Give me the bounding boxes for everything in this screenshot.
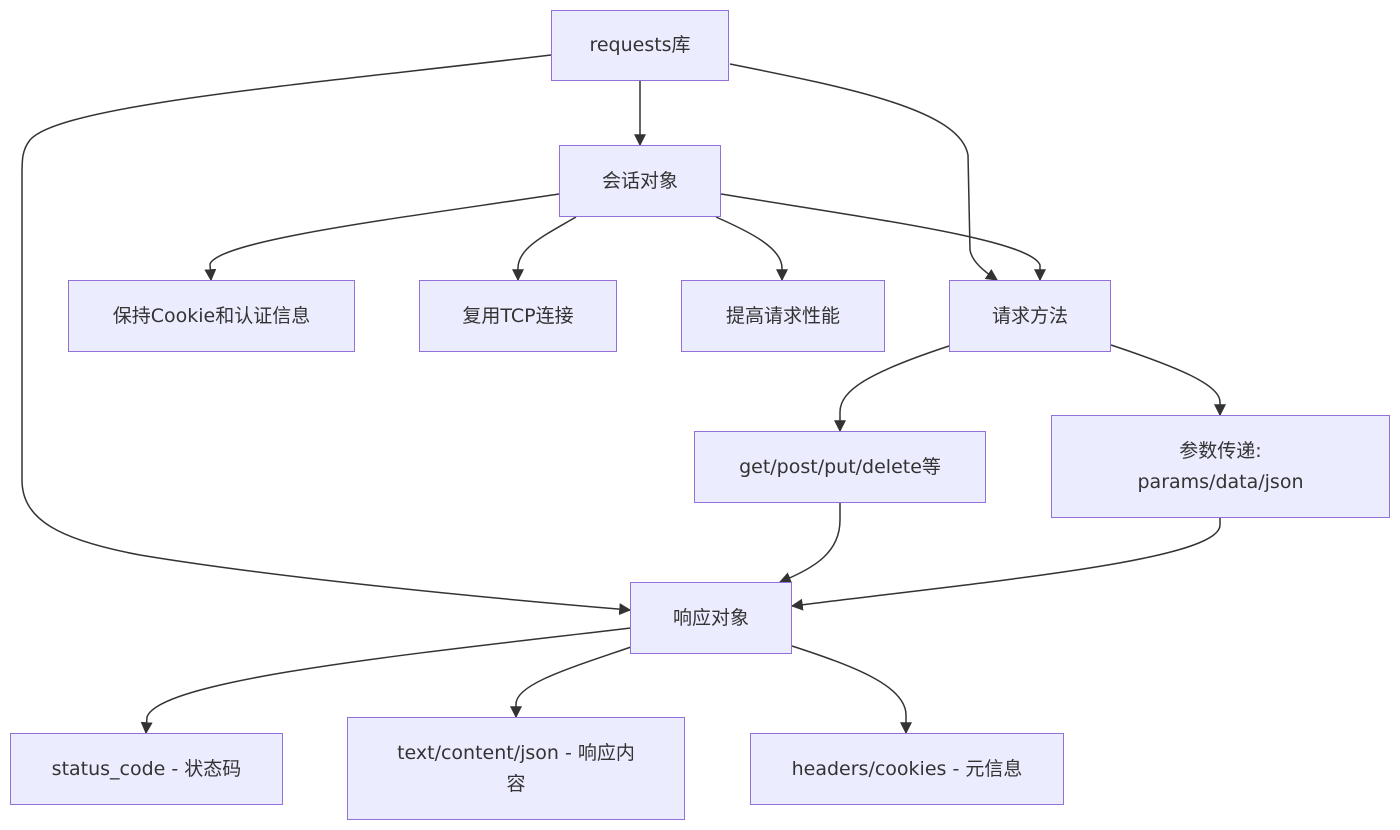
node-response-object[interactable]: 响应对象 bbox=[630, 582, 792, 654]
edge-session-method bbox=[720, 193, 1046, 282]
node-requests-lib-label: requests库 bbox=[589, 34, 691, 56]
node-session-object[interactable]: 会话对象 bbox=[559, 145, 721, 217]
edge-response-status bbox=[140, 627, 632, 735]
node-response-object-label: 响应对象 bbox=[672, 606, 749, 629]
node-improve-performance[interactable]: 提高请求性能 bbox=[681, 280, 885, 352]
edge-method-params bbox=[1110, 344, 1226, 417]
edge-method-verbs bbox=[834, 345, 950, 433]
node-headers-cookies[interactable]: headers/cookies - 元信息 bbox=[750, 733, 1064, 805]
node-keep-cookie-auth[interactable]: 保持Cookie和认证信息 bbox=[68, 280, 355, 352]
node-status-code-label: status_code - 状态码 bbox=[51, 757, 242, 780]
node-reuse-tcp[interactable]: 复用TCP连接 bbox=[419, 280, 617, 352]
node-headers-cookies-label: headers/cookies - 元信息 bbox=[791, 757, 1023, 780]
edge-verbs-response bbox=[778, 503, 841, 584]
node-requests-lib[interactable]: requests库 bbox=[551, 10, 729, 81]
node-reuse-tcp-label: 复用TCP连接 bbox=[462, 304, 574, 327]
node-response-content[interactable]: text/content/json - 响应内 容 bbox=[347, 717, 685, 820]
edge-session-cookie bbox=[204, 193, 560, 282]
node-request-methods[interactable]: 请求方法 bbox=[949, 280, 1111, 352]
node-parameter-passing-label: 参数传递: params/data/json bbox=[1137, 439, 1304, 493]
node-http-verbs[interactable]: get/post/put/delete等 bbox=[694, 431, 986, 503]
node-request-methods-label: 请求方法 bbox=[991, 304, 1068, 327]
node-improve-performance-label: 提高请求性能 bbox=[725, 304, 840, 327]
edge-requests-response bbox=[21, 54, 632, 616]
edge-session-perf bbox=[715, 216, 788, 282]
node-http-verbs-label: get/post/put/delete等 bbox=[739, 455, 941, 478]
edge-session-tcp bbox=[512, 216, 577, 282]
node-response-content-label: text/content/json - 响应内 容 bbox=[397, 741, 635, 795]
edge-response-text bbox=[510, 646, 632, 719]
edge-requests-method bbox=[729, 63, 998, 281]
node-keep-cookie-auth-label: 保持Cookie和认证信息 bbox=[112, 304, 311, 327]
node-status-code[interactable]: status_code - 状态码 bbox=[10, 733, 283, 805]
edge-params-response bbox=[790, 518, 1221, 611]
edge-response-headers bbox=[791, 645, 912, 735]
node-parameter-passing[interactable]: 参数传递: params/data/json bbox=[1051, 415, 1390, 518]
node-session-object-label: 会话对象 bbox=[601, 169, 678, 192]
